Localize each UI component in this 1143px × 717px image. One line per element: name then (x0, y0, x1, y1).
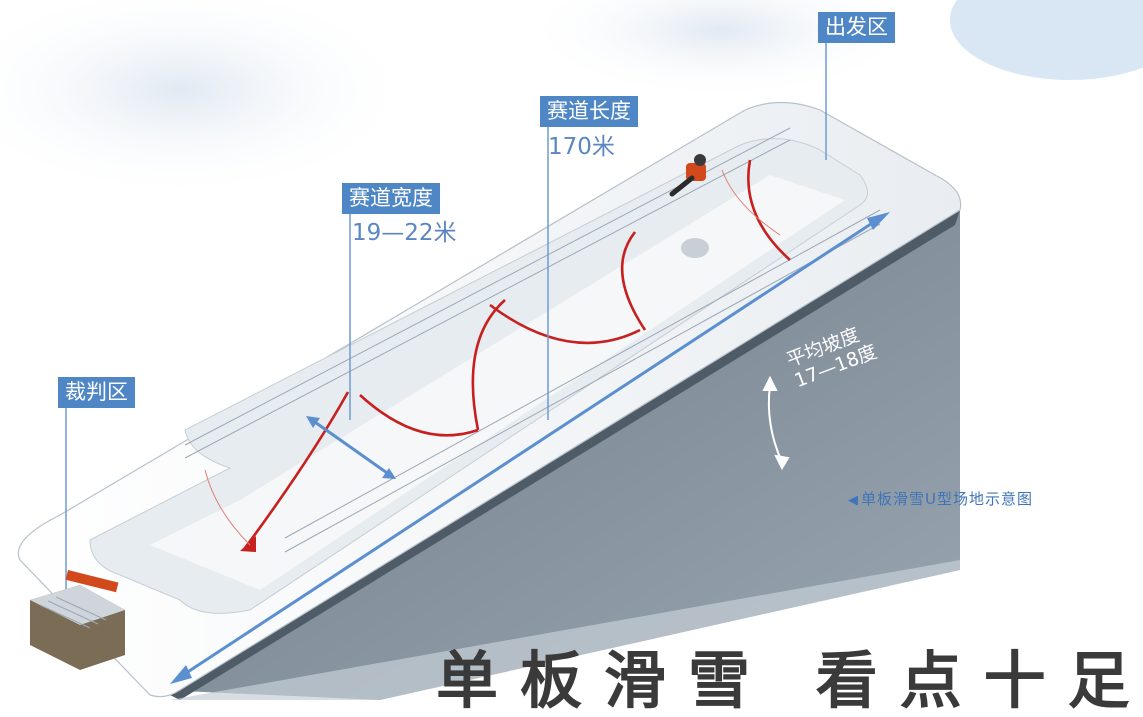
course-width-value: 19—22米 (352, 220, 457, 246)
course-length-value: 170米 (548, 134, 615, 160)
trajectory-arrowhead (240, 536, 256, 552)
course-length-title: 赛道长度 (540, 96, 638, 127)
page-headline: 单板滑雪 看点十足 (436, 644, 1143, 717)
length-arrow (170, 212, 890, 684)
snowboarder-shadow (681, 238, 709, 258)
snowboarder-figure (669, 154, 706, 197)
halfpipe-floor (150, 175, 845, 590)
slope-base-wedge (170, 560, 960, 700)
judge-zone-label: 裁判区 (58, 377, 135, 408)
judge-booth (30, 570, 125, 670)
fence-right (284, 209, 881, 553)
slope-angle-arc (762, 375, 790, 471)
callout-lines (65, 38, 827, 600)
caption-text: 单板滑雪U型场地示意图 (861, 490, 1033, 508)
figure-caption: ◀单板滑雪U型场地示意图 (848, 488, 1033, 509)
width-arrow (306, 416, 396, 479)
sky-cloud (950, 0, 1143, 80)
rider-trajectory (243, 159, 791, 549)
caption-arrow-icon: ◀ (848, 493, 859, 508)
trajectory-ground-line (204, 169, 781, 546)
start-zone-label: 出发区 (818, 12, 895, 43)
sky-cloud (0, 0, 420, 200)
course-width-title: 赛道宽度 (342, 183, 440, 214)
